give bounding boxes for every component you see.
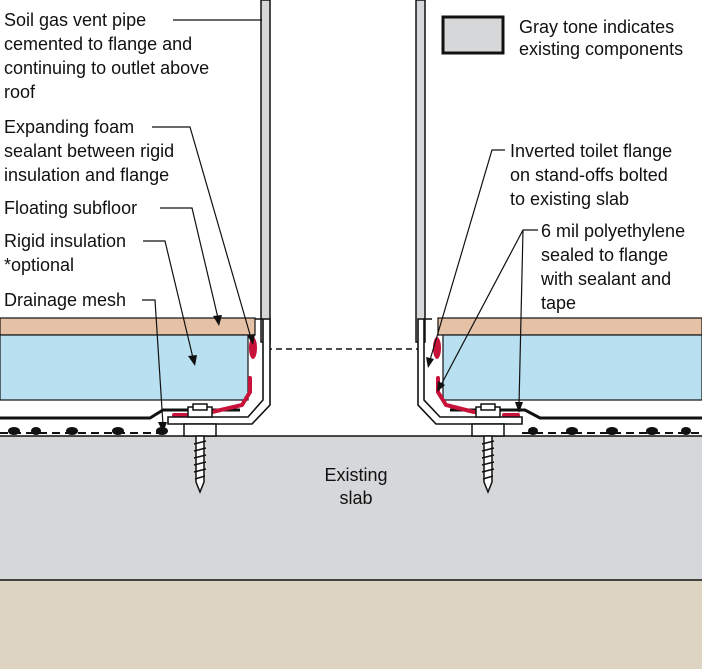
bolt-left (192, 403, 208, 495)
drainage-mesh-bumps (8, 427, 691, 435)
label-vent-pipe-line-4: roof (4, 82, 36, 102)
ground-layer (0, 580, 702, 669)
label-poly-line-1: 6 mil polyethylene (541, 221, 685, 241)
legend-text-line-2: existing components (519, 39, 683, 59)
label-drainage-mesh: Drainage mesh (4, 290, 126, 310)
label-foam-line-3: insulation and flange (4, 165, 169, 185)
label-poly-line-3: with sealant and (540, 269, 671, 289)
label-toilet-flange-line-2: on stand-offs bolted (510, 165, 668, 185)
label-foam-line-2: sealant between rigid (4, 141, 174, 161)
legend-text-line-1: Gray tone indicates (519, 17, 674, 37)
vent-pipe-wall-right (415, 0, 426, 343)
label-vent-pipe-line-2: cemented to flange and (4, 34, 192, 54)
label-slab-line-1: Existing (324, 465, 387, 485)
leader-lines (142, 19, 538, 426)
label-vent-pipe-line-3: continuing to outlet above (4, 58, 209, 78)
label-poly-line-2: sealed to flange (541, 245, 668, 265)
label-toilet-flange-line-1: Inverted toilet flange (510, 141, 672, 161)
bolt-right (480, 403, 496, 495)
label-vent-pipe-line-1: Soil gas vent pipe (4, 10, 146, 30)
label-foam-line-1: Expanding foam (4, 117, 134, 137)
insulation-right (442, 334, 702, 401)
foam-sealant-right (433, 337, 441, 359)
vent-pipe-wall-left (260, 0, 271, 343)
standoff-base-right (471, 423, 505, 437)
label-toilet-flange-line-3: to existing slab (510, 189, 629, 209)
label-slab-line-2: slab (339, 488, 372, 508)
toilet-flange-left (167, 318, 271, 425)
insulation-left (0, 334, 249, 401)
leader-arrowheads (158, 315, 523, 433)
foam-sealant-left (249, 337, 257, 359)
label-insulation-line-1: Rigid insulation (4, 231, 126, 251)
existing-slab (0, 436, 702, 580)
label-subfloor: Floating subfloor (4, 198, 137, 218)
standoff-base-left (183, 423, 217, 437)
label-insulation-line-2: *optional (4, 255, 74, 275)
label-poly-line-4: tape (541, 293, 576, 313)
legend-swatch (441, 15, 505, 55)
toilet-flange-right (417, 318, 523, 425)
subfloor-right (437, 317, 702, 336)
